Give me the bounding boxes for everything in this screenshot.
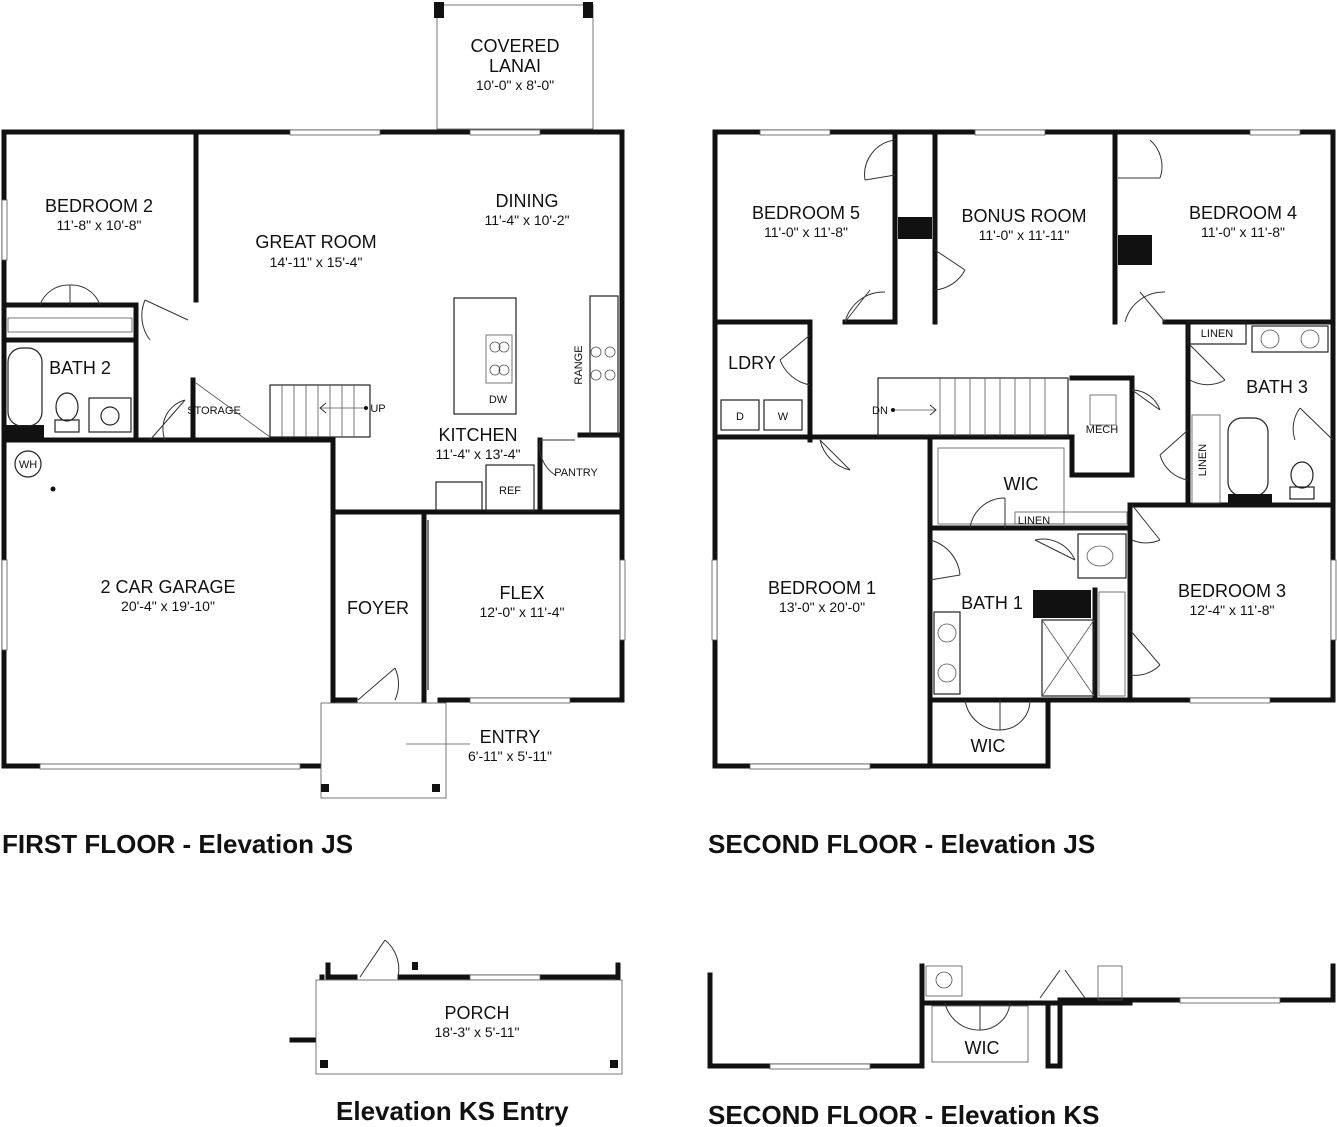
bedroom-4-name: BEDROOM 4 [1189, 203, 1297, 223]
bedroom-3-name: BEDROOM 3 [1178, 581, 1286, 601]
bedroom-1-dim: 13'-0" x 20'-0" [779, 599, 865, 615]
room-wic-lower: WIC [971, 736, 1006, 756]
mech-label: MECH [1086, 424, 1118, 436]
room-garage: WH 2 CAR GARAGE 20'-4" x 19'-10" [14, 450, 236, 614]
garage-dim: 20'-4" x 19'-10" [121, 598, 215, 614]
wic-upper-label: WIC [1004, 474, 1039, 494]
room-entry: ENTRY 6'-11" x 5'-11" [320, 702, 552, 799]
garage-name: 2 CAR GARAGE [100, 577, 235, 597]
second-floor-plan: BEDROOM 5 11'-0" x 11'-8" BONUS ROOM 11'… [711, 129, 1337, 770]
porch-dim: 18'-3" x 5'-11" [434, 1024, 519, 1040]
room-foyer: FOYER [347, 520, 429, 701]
bonus-name: BONUS ROOM [961, 206, 1086, 226]
room-bath-3: BATH 3 LINEN [1159, 325, 1334, 504]
washer-label: W [778, 411, 789, 423]
wh-label: WH [19, 459, 37, 471]
first-floor-plan: COVERED LANAI 10'-0" x 8'-0" [1, 2, 626, 799]
range-label: RANGE [573, 345, 585, 384]
ks-second-floor-title: SECOND FLOOR - Elevation KS [708, 1100, 1100, 1127]
second-floor-stair: DN [872, 377, 1069, 437]
room-bedroom-4: BEDROOM 4 11'-0" x 11'-8" LINEN [1118, 139, 1297, 340]
entry-dim: 6'-11" x 5'-11" [468, 748, 552, 764]
bath-1-name: BATH 1 [961, 593, 1023, 613]
second-floor-title: SECOND FLOOR - Elevation JS [708, 829, 1095, 859]
first-floor-walls [1, 129, 626, 770]
room-bonus: BONUS ROOM 11'-0" x 11'-11" [934, 206, 1087, 291]
flex-name: FLEX [499, 583, 544, 603]
room-dining: DINING 11'-4" x 10'-2" [484, 191, 569, 228]
dryer-label: D [736, 411, 744, 423]
room-kitchen: DW RANGE KITCHEN 11'-4" x 13'-4" REF PAN… [435, 295, 619, 512]
room-wic-upper: WIC LINEN [937, 447, 1161, 544]
lanai-dim: 10'-0" x 8'-0" [476, 77, 554, 93]
bedroom-2-dim: 11'-8" x 10'-8" [56, 217, 141, 233]
lanai-name-1: COVERED [470, 36, 559, 56]
linen-side-label: LINEN [1197, 444, 1209, 476]
dw-label: DW [489, 394, 508, 406]
bedroom-5-dim: 11'-0" x 11'-8" [764, 224, 848, 240]
foyer-name: FOYER [347, 598, 409, 618]
bonus-dim: 11'-0" x 11'-11" [979, 227, 1070, 243]
pantry-label: PANTRY [554, 467, 598, 479]
room-mech: MECH [1086, 389, 1161, 436]
stair-storage: STORAGE UP [149, 382, 386, 441]
bedroom-2-name: BEDROOM 2 [45, 196, 153, 216]
porch-name: PORCH [444, 1003, 509, 1023]
ks-entry-title: Elevation KS Entry [336, 1096, 569, 1126]
dn-label: DN [872, 405, 888, 417]
storage-label: STORAGE [187, 405, 241, 417]
room-flex: FLEX 12'-0" x 11'-4" [479, 583, 564, 620]
room-bedroom-3: BEDROOM 3 12'-4" x 11'-8" [1098, 581, 1286, 697]
flex-dim: 12'-0" x 11'-4" [479, 604, 564, 620]
covered-lanai: COVERED LANAI 10'-0" x 8'-0" [434, 2, 594, 130]
dining-dim: 11'-4" x 10'-2" [484, 212, 569, 228]
kitchen-dim: 11'-4" x 13'-4" [435, 446, 520, 462]
bedroom-1-name: BEDROOM 1 [768, 578, 876, 598]
kitchen-name: KITCHEN [438, 425, 517, 445]
second-floor-walls [711, 129, 1337, 770]
room-laundry: LDRY D W [720, 334, 811, 431]
first-floor-title: FIRST FLOOR - Elevation JS [2, 829, 353, 859]
linen-top-label: LINEN [1201, 328, 1233, 340]
up-label: UP [370, 403, 385, 415]
lanai-name-2: LANAI [489, 56, 541, 76]
ldry-label: LDRY [728, 353, 776, 373]
dining-name: DINING [496, 191, 559, 211]
bedroom-5-name: BEDROOM 5 [752, 203, 860, 223]
linen-mid-label: LINEN [1018, 515, 1050, 527]
bath-2-name: BATH 2 [49, 358, 111, 378]
room-bedroom-5: BEDROOM 5 11'-0" x 11'-8" [752, 139, 896, 323]
room-bath-1: BATH 1 [933, 533, 1127, 731]
room-great-room: GREAT ROOM 14'-11" x 15'-4" [255, 232, 376, 270]
bedroom-3-dim: 12'-4" x 11'-8" [1189, 602, 1274, 618]
room-bath-2: BATH 2 [7, 299, 189, 433]
ref-label: REF [499, 485, 521, 497]
room-bedroom-2: BEDROOM 2 11'-8" x 10'-8" [7, 196, 153, 333]
wic-lower-label: WIC [971, 736, 1006, 756]
ks-entry-plan: PORCH 18'-3" x 5'-11" [289, 939, 623, 1075]
bath-3-name: BATH 3 [1246, 377, 1308, 397]
great-room-name: GREAT ROOM [255, 232, 376, 252]
bedroom-4-dim: 11'-0" x 11'-8" [1201, 224, 1285, 240]
great-room-dim: 14'-11" x 15'-4" [270, 254, 363, 270]
ks-second-floor-plan: WIC [707, 963, 1336, 1070]
room-bedroom-1: BEDROOM 1 13'-0" x 20'-0" [768, 439, 961, 615]
ks-wic-label: WIC [965, 1038, 1000, 1058]
entry-name: ENTRY [480, 727, 541, 747]
